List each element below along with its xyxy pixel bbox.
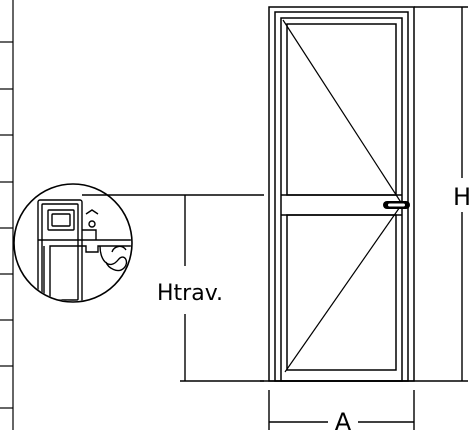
detail-circle: [13, 183, 133, 303]
door-frame: [268, 6, 415, 382]
glass-panels: [281, 23, 402, 371]
leaf-outer: [280, 17, 403, 382]
frame-inner: [274, 11, 409, 382]
frame-outer: [268, 6, 415, 382]
height-dimension: [414, 6, 468, 381]
profile-section-detail: [13, 183, 133, 303]
lower-glass-panel: [286, 214, 397, 371]
height-label: H: [453, 183, 471, 211]
handle: [383, 201, 410, 209]
opening-swing-lines: [282, 19, 403, 373]
left-edge-ruler: [0, 0, 14, 430]
transom-height-label: Htrav.: [157, 281, 223, 306]
transom-height-dimension: [82, 194, 264, 382]
width-dimension: [268, 390, 415, 430]
width-label: A: [335, 408, 352, 430]
